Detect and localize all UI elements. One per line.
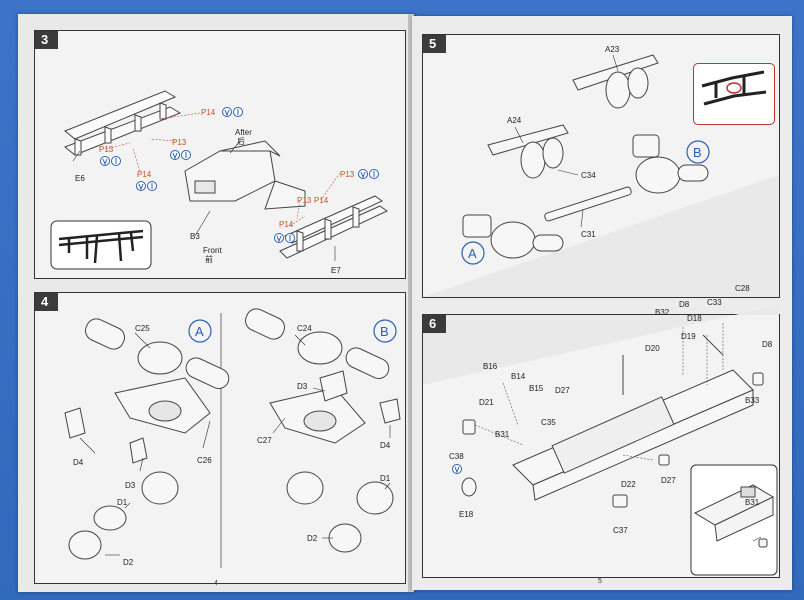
callout-p13: P13 <box>99 145 114 154</box>
label-d8: D8 <box>679 300 690 309</box>
label-d27: D27 <box>555 386 570 395</box>
glue-icon <box>170 150 180 160</box>
label-b3: B3 <box>190 232 200 241</box>
glue-icon <box>452 464 462 474</box>
label-d18: D18 <box>687 314 702 323</box>
step-4-drawing: A C25 C26 D4 D3 D1 D2 <box>64 308 401 568</box>
glue-icon <box>136 181 146 191</box>
step-number: 5 <box>423 35 447 53</box>
glue-icon <box>274 233 284 243</box>
label-b14: B14 <box>511 372 526 381</box>
label-c26: C26 <box>197 456 212 465</box>
left-page: 3 <box>18 14 414 592</box>
callout-p14: P14 <box>279 220 294 229</box>
info-icon <box>233 107 243 117</box>
step-4-panel: 4 <box>34 292 406 584</box>
label-c38: C38 <box>449 452 464 461</box>
callout-p14: P14 <box>314 196 329 205</box>
label-b31: B31 <box>495 430 510 439</box>
springs-photo <box>701 70 767 106</box>
callout-p13: P13 <box>297 196 312 205</box>
step-3-panel: 3 <box>34 30 406 279</box>
step-number: 6 <box>423 315 447 333</box>
page-number: 5 <box>598 578 602 585</box>
marker-a: A <box>468 246 477 261</box>
glue-icon <box>358 169 368 179</box>
label-b33: B33 <box>745 396 760 405</box>
ladder-part-photo <box>58 229 144 264</box>
marker-b: B <box>693 145 702 160</box>
callout-p13: P13 <box>172 138 187 147</box>
label-d3: D3 <box>125 481 136 490</box>
step-6-drawing: B32 D8 C33 C28 D18 D20 D19 D8 B16 B14 B1… <box>449 284 778 576</box>
step-number: 3 <box>35 31 59 49</box>
glue-icon <box>100 156 110 166</box>
label-d1: D1 <box>117 498 128 507</box>
callout-p13: P13 <box>340 170 355 179</box>
label-b16: B16 <box>483 362 498 371</box>
label-d22: D22 <box>621 480 636 489</box>
marker-b: B <box>380 324 389 339</box>
label-b15: B15 <box>529 384 544 393</box>
step-5-drawing: A23 A24 C34 C31 A B <box>423 45 779 297</box>
info-icon <box>369 169 379 179</box>
step-number: 4 <box>35 293 59 311</box>
glue-icon <box>222 107 232 117</box>
label-after: After <box>235 128 252 137</box>
label-d4: D4 <box>73 458 84 467</box>
marker-b-circle <box>686 140 710 164</box>
label-d21: D21 <box>479 398 494 407</box>
step-5-reference-photo <box>693 63 775 125</box>
label-e6: E6 <box>75 174 85 183</box>
label-a23: A23 <box>605 45 620 54</box>
label-d3b: D3 <box>297 382 308 391</box>
marker-a: A <box>195 324 204 339</box>
label-b32: B32 <box>655 308 670 317</box>
label-d1b: D1 <box>380 474 391 483</box>
step-3-drawing: E6 B3 E7 After 后 Front 前 P14 P13 P13 P14… <box>50 90 388 275</box>
label-c27: C27 <box>257 436 272 445</box>
callout-p14: P14 <box>137 170 152 179</box>
label-b31b: B31 <box>745 498 760 507</box>
info-icon <box>147 181 157 191</box>
label-c31: C31 <box>581 230 596 239</box>
label-d2: D2 <box>123 558 134 567</box>
label-c25: C25 <box>135 324 150 333</box>
label-e18: E18 <box>459 510 474 519</box>
label-c34: C34 <box>581 171 596 180</box>
label-d4b: D4 <box>380 441 391 450</box>
label-a24: A24 <box>507 116 522 125</box>
marker-b-circle <box>373 319 397 343</box>
info-icon <box>181 150 191 160</box>
label-d8b: D8 <box>762 340 773 349</box>
label-d2b: D2 <box>307 534 318 543</box>
label-d27b: D27 <box>661 476 676 485</box>
label-c24: C24 <box>297 324 312 333</box>
label-front-cn: 前 <box>205 254 213 264</box>
step-6-bg <box>423 305 779 385</box>
label-front: Front <box>203 246 222 255</box>
label-d19: D19 <box>681 332 696 341</box>
label-d20: D20 <box>645 344 660 353</box>
label-c28: C28 <box>735 284 750 293</box>
label-c35: C35 <box>541 418 556 427</box>
marker-a-circle <box>188 319 212 343</box>
label-c33: C33 <box>707 298 722 307</box>
info-icon <box>111 156 121 166</box>
step-5-panel: 5 <box>422 34 780 298</box>
step-6-panel: 6 B32 D8 <box>422 284 780 578</box>
label-c37: C37 <box>613 526 628 535</box>
info-icon <box>285 233 295 243</box>
right-page: 5 <box>412 16 792 590</box>
callout-p14: P14 <box>201 108 216 117</box>
marker-a-circle <box>461 241 485 265</box>
page-number: 4 <box>214 580 218 587</box>
label-after-cn: 后 <box>237 136 245 146</box>
label-e7: E7 <box>331 266 341 275</box>
